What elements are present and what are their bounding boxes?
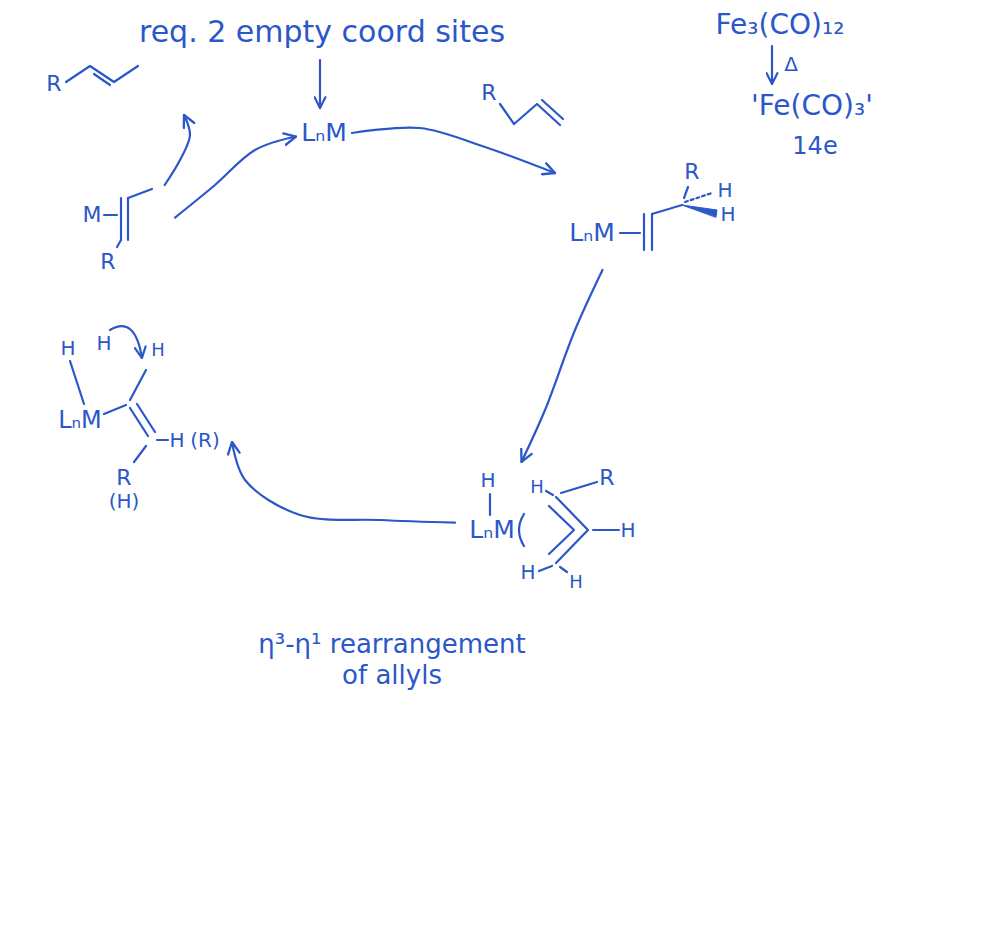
atom-label: H	[60, 337, 75, 359]
atom-label: R	[46, 72, 61, 96]
atom-label: H	[720, 203, 735, 225]
reaction-arrow	[352, 128, 555, 173]
atom-label: (H)	[109, 490, 140, 512]
substrate-bonds	[500, 100, 563, 125]
atom-label: LₙM	[569, 219, 614, 247]
species-structure: MR	[72, 185, 175, 278]
reaction-arrow	[165, 115, 190, 185]
species-structure: R	[40, 50, 200, 115]
atom-label: H	[151, 340, 165, 360]
heat-arrow	[771, 46, 773, 84]
species-structure: HHHLₙMH(R)R(H)	[52, 328, 232, 518]
atom-label: H	[480, 469, 495, 491]
atom-label: H	[520, 561, 535, 583]
requirement-note: req. 2 empty coord sites	[139, 14, 505, 50]
species-structure: LₙM	[296, 115, 352, 151]
atom-label: H	[717, 179, 732, 201]
species-structure: R LₙM HH	[555, 156, 745, 270]
atom-label: R	[684, 160, 699, 184]
atom-label: H	[96, 332, 111, 354]
complex-bonds	[620, 187, 717, 250]
atom-label: (R)	[190, 429, 220, 451]
electron-count: 14e	[792, 132, 837, 161]
reaction-arrow	[232, 442, 455, 523]
atom-label: R	[599, 466, 614, 490]
reaction-arrow	[175, 137, 296, 218]
atom-label: H	[569, 572, 583, 592]
note-arrow	[319, 60, 321, 108]
atom-label: H	[169, 429, 184, 451]
atom-label: H	[620, 519, 635, 541]
atom-label: R	[100, 250, 115, 274]
heat-symbol: Δ	[784, 52, 798, 76]
atom-label: R	[116, 466, 131, 490]
atom-label: LₙM	[58, 407, 102, 433]
precursor-formula: Fe₃(CO)₁₂	[716, 8, 845, 42]
rearrangement-note: η³-η¹ rearrangement of allyls	[245, 629, 540, 691]
atom-label: R	[481, 81, 496, 105]
atom-label: LₙM	[301, 119, 346, 147]
atom-label: H	[530, 477, 544, 497]
species-structure: H LₙM H R H H H	[455, 462, 645, 597]
fragment-formula: 'Fe(CO)₃'	[751, 89, 873, 123]
species-structure: R	[475, 77, 575, 133]
reaction-arrow	[522, 270, 603, 462]
atom-label: LₙM	[469, 516, 514, 544]
eta1-allyl-bonds	[70, 326, 168, 462]
atom-label: M	[83, 203, 102, 227]
product-complex-bonds	[104, 189, 152, 247]
product-bonds	[66, 66, 138, 85]
